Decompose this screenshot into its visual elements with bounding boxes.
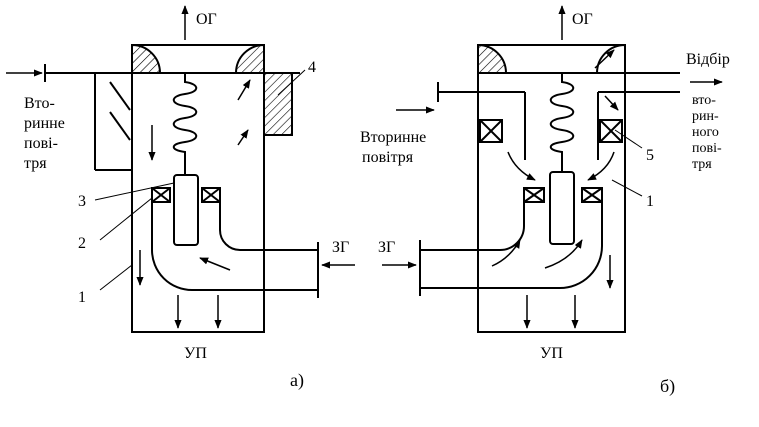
hatched-block-4 [263, 72, 293, 136]
secondary-air-line1-b: Вторинне [360, 129, 426, 146]
figure-b-labels: ОГ Вторинне повітря Відбір вто- рин- ног… [360, 11, 730, 397]
moving-body-b [549, 171, 575, 245]
figure-b [382, 5, 723, 333]
housing-b [477, 44, 626, 333]
exhaust-label-a: ОГ [196, 11, 217, 28]
callout-3-a: 3 [78, 193, 86, 210]
takeoff-line4-b: пові- [692, 141, 722, 156]
callout-1-b: 1 [646, 193, 654, 210]
hot-gas-label-b: ЗГ [378, 239, 395, 256]
takeoff-line2-b: рин- [692, 109, 719, 124]
bottom-label-b: УП [540, 345, 563, 362]
figure-a-labels: ОГ Вто- ринне пові- тря ЗГ УП 1 2 3 4 а) [24, 11, 349, 391]
corner-fillet-right-a [234, 43, 265, 74]
bottom-label-a: УП [184, 345, 207, 362]
secondary-air-line3-a: пові- [24, 135, 58, 152]
takeoff-line3-b: ного [692, 125, 719, 140]
hot-gas-label-a: ЗГ [332, 239, 349, 256]
caption-b: б) [660, 376, 675, 397]
callout-4-a: 4 [308, 59, 316, 76]
callout-2-a: 2 [78, 235, 86, 252]
spring-a [172, 73, 198, 175]
housing-a [131, 44, 265, 333]
callout-1-a: 1 [78, 289, 86, 306]
moving-body-3 [173, 174, 199, 246]
secondary-air-line2-a: ринне [24, 115, 65, 132]
takeoff-line5-b: тря [692, 157, 712, 172]
exhaust-label-b: ОГ [572, 11, 593, 28]
takeoff-line1-b: вто- [692, 93, 716, 108]
gas-pipe-a [151, 202, 318, 291]
corner-fillet-left-a [131, 43, 162, 74]
callout-5-b: 5 [646, 147, 654, 164]
spring-b [549, 73, 575, 172]
secondary-air-line4-a: тря [24, 155, 47, 172]
figure-a [6, 5, 355, 333]
takeoff-label-b: Відбір [686, 51, 730, 68]
secondary-air-line2-b: повітря [362, 149, 414, 166]
secondary-air-line1-a: Вто- [24, 95, 55, 112]
caption-a: а) [290, 370, 304, 391]
